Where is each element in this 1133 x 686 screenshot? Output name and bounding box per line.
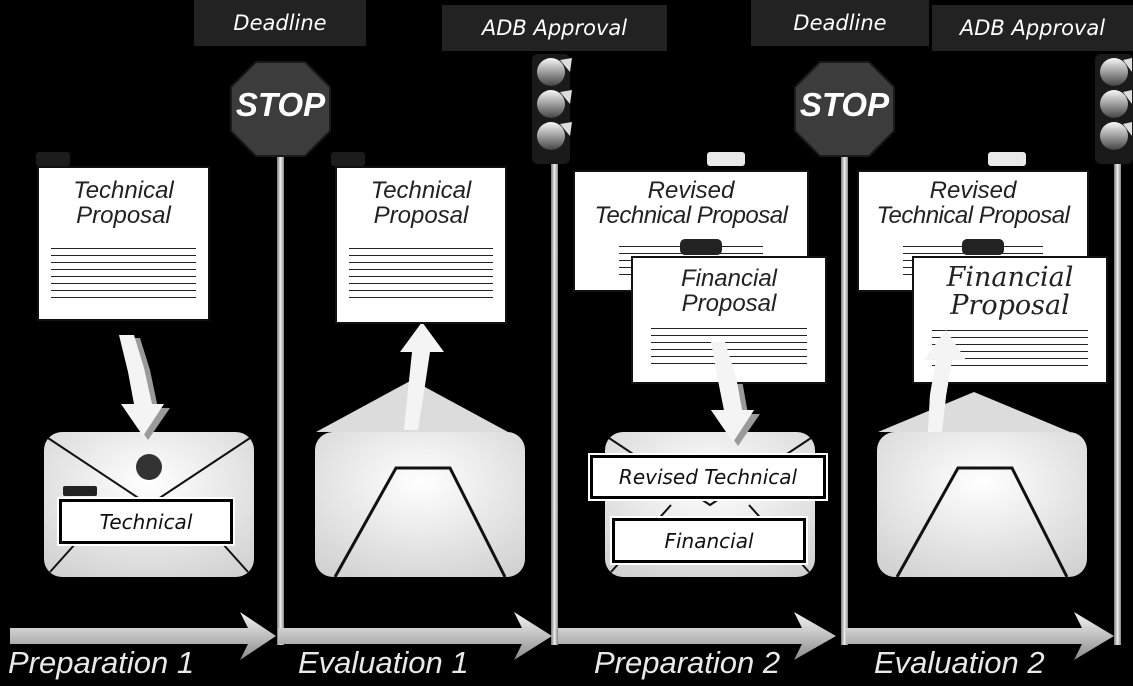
deadline-header: Deadline [194, 0, 366, 46]
stop-pole-1 [277, 150, 284, 645]
document-title-line: Revised [647, 177, 735, 204]
stage-label-evaluation-2: Evaluation 2 [874, 645, 1045, 680]
opened-envelope-icon [877, 392, 1087, 578]
folder-tab-icon [988, 152, 1026, 166]
financial-tag: Financial [612, 518, 806, 563]
revised-technical-tag: Revised Technical [590, 455, 826, 499]
clip-icon [962, 239, 1004, 255]
adb-approval-header: ADB Approval [442, 5, 667, 51]
stop-sign-icon [794, 61, 895, 157]
document-title-line: Financial [680, 265, 778, 292]
stop-sign-label: STOP [799, 86, 890, 123]
technical-proposal-document: Technical Proposal [335, 166, 507, 324]
down-arrow-icon [119, 335, 170, 440]
stage-label-preparation-2: Preparation 2 [594, 645, 781, 680]
financial-proposal-document: Financial Proposal [631, 256, 827, 384]
traffic-light-pole-2 [1114, 150, 1121, 645]
timeline-arrow-icon [846, 612, 1114, 660]
document-title-line: Technical Proposal [594, 202, 788, 230]
technical-tag: Technical [59, 499, 233, 544]
document-title-line: Proposal [76, 202, 171, 230]
traffic-light-icon [532, 54, 572, 164]
adb-approval-header: ADB Approval [932, 5, 1133, 51]
document-title-line: Financial [946, 262, 1074, 293]
traffic-light-icon [1095, 54, 1133, 164]
document-title-line: Revised [929, 177, 1017, 204]
document-title-line: Proposal [681, 290, 777, 318]
technical-proposal-document: Technical Proposal [37, 166, 210, 321]
traffic-light-pole-1 [551, 150, 558, 645]
deadline-header: Deadline [751, 0, 929, 46]
folder-tab-icon [707, 152, 745, 166]
document-title-line: Proposal [373, 202, 469, 230]
stage-label-preparation-1: Preparation 1 [8, 645, 195, 680]
document-title-line: Technical [73, 177, 174, 204]
folder-tab-icon [36, 152, 70, 166]
up-arrow-icon [400, 322, 444, 430]
folder-tab-icon [331, 152, 365, 166]
document-title-line: Technical [370, 177, 472, 204]
stop-sign-label: STOP [235, 86, 326, 123]
timeline-arrow-icon [10, 612, 276, 660]
stage-label-evaluation-1: Evaluation 1 [298, 645, 469, 680]
stop-pole-2 [841, 150, 848, 645]
timeline-arrow-icon [558, 612, 836, 660]
clip-icon [680, 239, 722, 255]
document-title-line: Technical Proposal [876, 202, 1070, 230]
stop-sign-icon [230, 61, 331, 157]
timeline-arrow-icon [278, 612, 552, 660]
document-title-line: Proposal [950, 290, 1070, 322]
financial-proposal-document: Financial Proposal [912, 256, 1108, 384]
